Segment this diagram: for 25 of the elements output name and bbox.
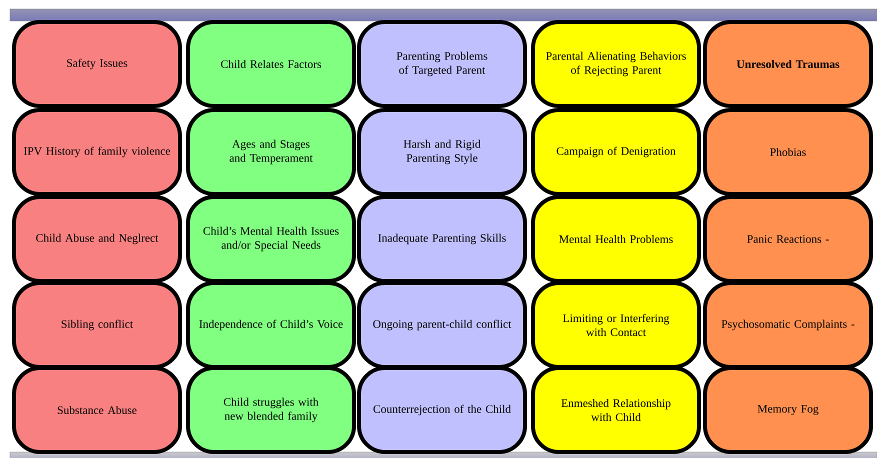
- category-box: Parenting Problems of Targeted Parent: [357, 20, 527, 108]
- category-box: Independence of Child’s Voice: [186, 281, 356, 369]
- category-box: Inadequate Parenting Skills: [357, 195, 527, 283]
- category-box: Memory Fog: [703, 366, 874, 454]
- category-box: Child struggles with new blended family: [186, 366, 356, 454]
- category-box: Child Abuse and Neglrect: [12, 195, 182, 283]
- category-box: Campaign of Denigration: [531, 108, 701, 196]
- category-box: Panic Reactions -: [703, 195, 874, 283]
- category-box: Counterrejection of the Child: [357, 366, 527, 454]
- category-box: Parental Alienating Behaviors of Rejecting Parent: [531, 20, 701, 108]
- category-box: Psychosomatic Complaints -: [703, 281, 874, 369]
- category-box: IPV History of family violence: [12, 108, 182, 196]
- category-box: Limiting or Interfering with Contact: [531, 281, 701, 369]
- category-box: Ages and Stages and Temperament: [186, 108, 356, 196]
- category-box: Harsh and Rigid Parenting Style: [357, 108, 527, 196]
- category-box: Sibling conflict: [12, 281, 182, 369]
- category-box: Phobias: [703, 108, 874, 196]
- category-box: Safety Issues: [12, 20, 182, 108]
- category-box: Unresolved Traumas: [703, 20, 874, 108]
- category-box: Child Relates Factors: [186, 20, 356, 108]
- category-box: Child’s Mental Health Issues and/or Special Needs: [186, 195, 356, 283]
- category-box: Substance Abuse: [12, 366, 182, 454]
- category-box: Enmeshed Relationship with Child: [531, 366, 701, 454]
- category-box: Mental Health Problems: [531, 195, 701, 283]
- category-box: Ongoing parent-child conflict: [357, 281, 527, 369]
